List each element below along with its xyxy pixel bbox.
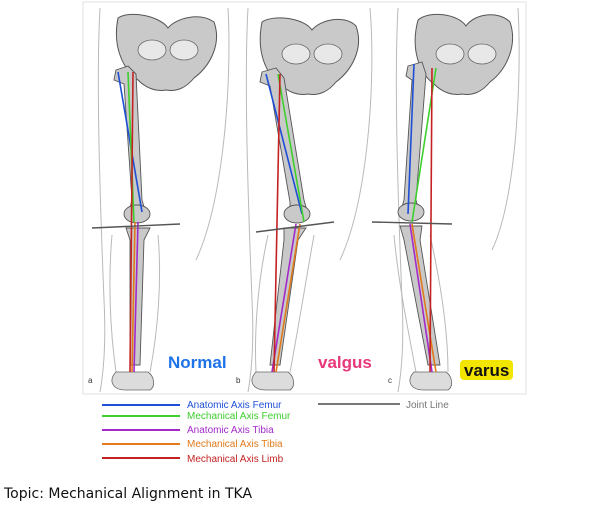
mechanical-axis-tibia-line — [411, 223, 437, 373]
legend-label: Anatomic Axis Tibia — [187, 425, 274, 436]
mechanical-axis-tibia-line — [131, 221, 136, 373]
mechanical-axis-femur-line — [127, 71, 135, 223]
tibia — [125, 227, 151, 366]
obturator-right — [313, 43, 343, 65]
foot — [251, 371, 294, 391]
panel-label: varus — [464, 361, 509, 380]
body-outline-right — [491, 7, 520, 251]
leg-outline-left — [109, 234, 117, 373]
obturator-right — [467, 43, 497, 65]
topic-caption: Topic: Mechanical Alignment in TKA — [4, 486, 253, 502]
knee — [123, 204, 151, 224]
anatomic-axis-tibia-line — [133, 221, 139, 373]
leg-outline-left — [393, 234, 417, 373]
mechanical-axis-femur-line — [277, 73, 305, 223]
leg-outline-left — [255, 234, 269, 373]
panel-label: valgus — [318, 353, 372, 372]
legend-label: Anatomic Axis Femur — [187, 400, 282, 411]
joint-line — [371, 221, 453, 225]
anatomic-axis-tibia-line — [409, 223, 433, 373]
panel-varus: c varus — [371, 7, 520, 393]
legend-label-joint-line: Joint Line — [406, 400, 449, 411]
obturator-right — [169, 39, 199, 61]
joint-line — [255, 221, 335, 233]
panel-label-highlight — [460, 360, 513, 380]
legend-label: Mechanical Axis Limb — [187, 454, 284, 465]
legend: Anatomic Axis Femur Mechanical Axis Femu… — [102, 400, 449, 465]
obturator-left — [137, 39, 167, 61]
anatomic-axis-tibia-line — [271, 223, 297, 373]
panel-letter: b — [236, 376, 241, 385]
legend-label: Mechanical Axis Femur — [187, 411, 291, 422]
legend-label: Mechanical Axis Tibia — [187, 439, 283, 450]
anatomic-axis-femur-line — [407, 63, 415, 215]
panel-label: Normal — [168, 353, 227, 372]
mechanical-axis-limb-line — [273, 73, 281, 373]
obturator-left — [281, 43, 311, 65]
mechanical-axis-limb-line — [429, 67, 433, 373]
panel-letter: c — [388, 376, 392, 385]
knee — [283, 204, 311, 224]
joint-line — [91, 223, 181, 229]
foot — [409, 371, 452, 391]
foot — [111, 371, 154, 391]
leg-outline-right — [149, 234, 161, 373]
body-outline-left — [97, 7, 106, 393]
obturator-left — [435, 43, 465, 65]
body-outline-right — [339, 7, 373, 261]
knee — [397, 202, 425, 222]
anatomic-axis-femur-line — [265, 73, 303, 215]
panel-letter: a — [88, 376, 93, 385]
leg-outline-right — [429, 234, 449, 373]
body-outline-right — [195, 7, 230, 261]
panel-normal: a Normal — [88, 7, 230, 393]
body-outline-left — [395, 7, 404, 393]
panel-valgus: b valgus — [236, 7, 373, 393]
pelvis — [115, 13, 218, 91]
mechanical-axis-limb-line — [129, 71, 134, 373]
mechanical-axis-tibia-line — [275, 223, 301, 373]
body-outline-left — [245, 7, 254, 393]
leg-outline-right — [289, 234, 315, 373]
